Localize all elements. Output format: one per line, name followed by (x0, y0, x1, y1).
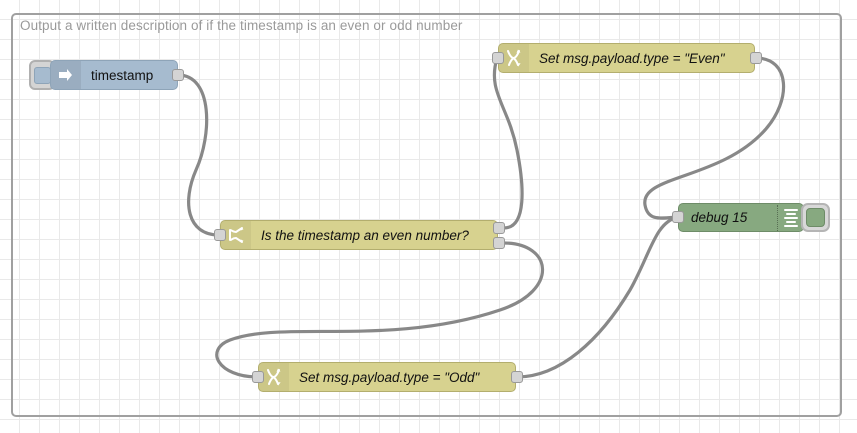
port-inject-output-0[interactable] (172, 69, 184, 81)
change-swap-icon (499, 44, 529, 72)
node-group-label: Output a written description of if the t… (20, 18, 463, 33)
port-switch-output-0[interactable] (493, 222, 505, 234)
change-swap-icon (259, 363, 289, 391)
port-switch-input[interactable] (214, 229, 226, 241)
node-inject-timestamp[interactable]: timestamp (50, 60, 178, 90)
node-change-even-label: Set msg.payload.type = "Even" (539, 50, 725, 66)
node-switch-label: Is the timestamp an even number? (261, 227, 469, 243)
node-change-odd[interactable]: Set msg.payload.type = "Odd" (258, 362, 516, 392)
debug-lines-icon (779, 208, 803, 227)
node-change-even[interactable]: Set msg.payload.type = "Even" (498, 43, 755, 73)
node-debug-label: debug 15 (691, 210, 748, 225)
port-change-even-input[interactable] (492, 52, 504, 64)
node-switch[interactable]: Is the timestamp an even number? (220, 220, 498, 250)
inject-button-inner (33, 66, 51, 84)
debug-button-inner (806, 208, 825, 227)
debug-toggle-button[interactable] (801, 203, 830, 232)
port-change-even-output-0[interactable] (750, 52, 762, 64)
port-switch-output-1[interactable] (493, 237, 505, 249)
port-change-odd-output-0[interactable] (511, 371, 523, 383)
port-change-odd-input[interactable] (252, 371, 264, 383)
port-debug-input[interactable] (672, 211, 684, 223)
switch-branch-icon (221, 221, 251, 249)
debug-divider (777, 204, 779, 231)
node-debug[interactable]: debug 15 (678, 203, 804, 232)
node-group-box[interactable] (11, 13, 842, 417)
node-change-odd-label: Set msg.payload.type = "Odd" (299, 369, 480, 385)
arrow-right-icon (51, 61, 81, 89)
node-inject-label: timestamp (91, 67, 154, 83)
